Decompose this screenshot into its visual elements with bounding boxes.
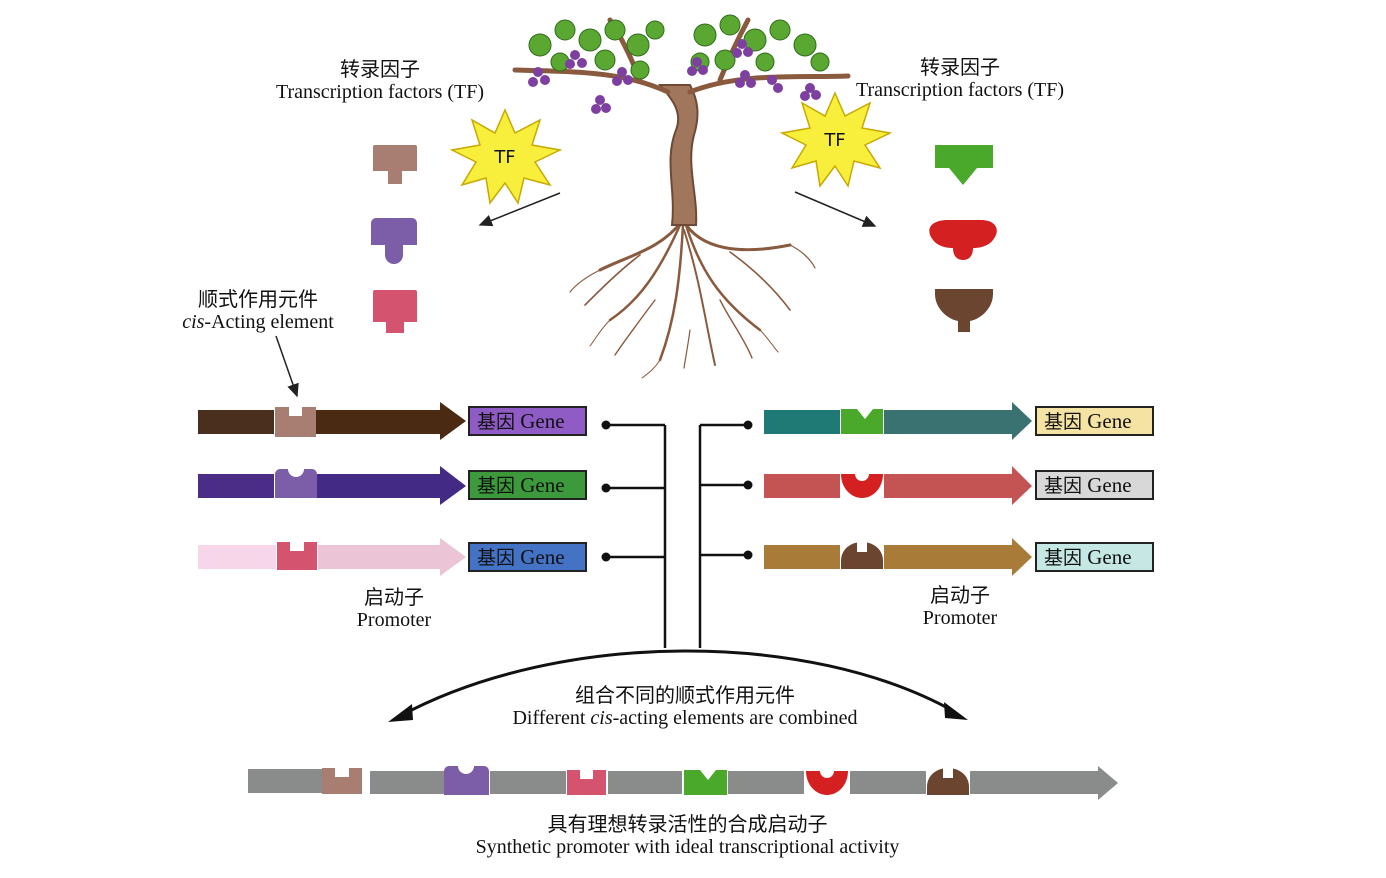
cis-element-label: 顺式作用元件 cis-Acting element [160, 288, 356, 334]
gene-box-grey: 基因 Gene [1035, 470, 1154, 500]
synthetic-element-brown [322, 768, 362, 794]
synthetic-element-darkbrown [927, 768, 969, 795]
tf-star-left-label: TF [493, 147, 515, 168]
connector-right [698, 423, 748, 648]
promoter-right-row-1 [764, 402, 1032, 440]
tf-right-label: 转录因子 Transcription factors (TF) [830, 56, 1090, 102]
synthetic-promoter-label: 具有理想转录活性的合成启动子 Synthetic promoter with i… [400, 813, 975, 859]
cis-label-arrow [275, 335, 299, 398]
synthetic-element-red [806, 764, 848, 795]
tf-left-arrow [478, 192, 561, 227]
tf-right-arrow [794, 191, 877, 227]
promoter-right-label: 启动子 Promoter [880, 584, 1040, 630]
combine-arc-left-arrowhead [388, 704, 413, 722]
combine-label-en: Different cis-acting elements are combin… [512, 707, 858, 729]
tf-left-label-en: Transcription factors (TF) [275, 81, 485, 103]
synthetic-promoter [248, 758, 1118, 800]
gene-box-blue: 基因 Gene [468, 542, 587, 572]
synthetic-promoter-label-zh: 具有理想转录活性的合成启动子 [547, 812, 828, 836]
promoter-right-label-en: Promoter [922, 607, 998, 629]
vine-trunk [657, 84, 699, 226]
gene-box-purple: 基因 Gene [468, 406, 587, 436]
synthetic-element-green [684, 770, 727, 795]
tf-left-label-zh: 转录因子 [340, 57, 420, 81]
promoter-right-row-3 [764, 538, 1032, 576]
vine-roots [569, 218, 816, 379]
connector-left [606, 423, 667, 648]
cis-element-label-zh: 顺式作用元件 [198, 287, 318, 311]
gene-box-yellow: 基因 Gene [1035, 406, 1154, 436]
cis-element-label-en: cis-Acting element [182, 311, 334, 333]
promoter-left-row-1 [198, 402, 466, 440]
tf-left-label: 转录因子 Transcription factors (TF) [250, 58, 510, 104]
tf-star-left: TF [449, 108, 563, 205]
synthetic-promoter-label-en: Synthetic promoter with ideal transcript… [475, 836, 900, 858]
vine-grapes [528, 39, 821, 114]
combine-arc [399, 649, 956, 718]
tf-shape-purple [371, 218, 417, 264]
gene-box-green: 基因 Gene [468, 470, 587, 500]
tf-shape-darkbrown [935, 289, 993, 332]
grapevine-illustration [512, 14, 851, 379]
promoter-left-label: 启动子 Promoter [314, 586, 474, 632]
connector-left-dots [601, 420, 611, 562]
synthetic-element-pink [567, 770, 606, 795]
tf-right-label-zh: 转录因子 [920, 55, 1000, 79]
promoter-left-label-en: Promoter [356, 609, 432, 631]
vine-leaves [528, 14, 830, 80]
synthetic-element-purple [444, 758, 489, 795]
combine-label: 组合不同的顺式作用元件 Different cis-acting element… [440, 684, 930, 730]
promoter-left-row-2 [198, 461, 466, 505]
promoter-left-label-zh: 启动子 [364, 585, 424, 609]
tf-shape-brown [373, 145, 417, 184]
combine-label-zh: 组合不同的顺式作用元件 [575, 683, 795, 707]
tf-star-right-label: TF [823, 130, 845, 151]
combine-arc-right-arrowhead [944, 702, 968, 720]
promoter-left-row-3 [198, 538, 466, 576]
tf-shape-green [935, 145, 993, 185]
tf-right-label-en: Transcription factors (TF) [855, 79, 1065, 101]
tf-shape-pink [373, 290, 417, 333]
tf-star-right: TF [779, 91, 893, 188]
gene-box-cyan: 基因 Gene [1035, 542, 1154, 572]
promoter-right-row-2 [764, 466, 1032, 505]
promoter-right-label-zh: 启动子 [930, 583, 990, 607]
tf-shape-red [929, 220, 997, 260]
connector-right-dots [743, 420, 753, 560]
